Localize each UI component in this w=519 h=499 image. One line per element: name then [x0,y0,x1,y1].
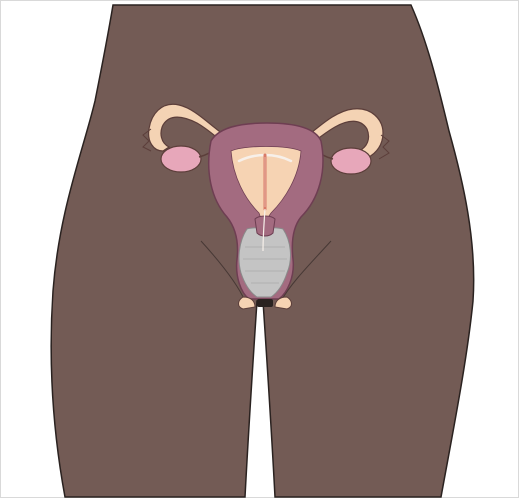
ovary-right [331,148,371,174]
ovary-left [161,146,201,172]
cervix [255,216,275,236]
vaginal-opening [257,299,273,307]
